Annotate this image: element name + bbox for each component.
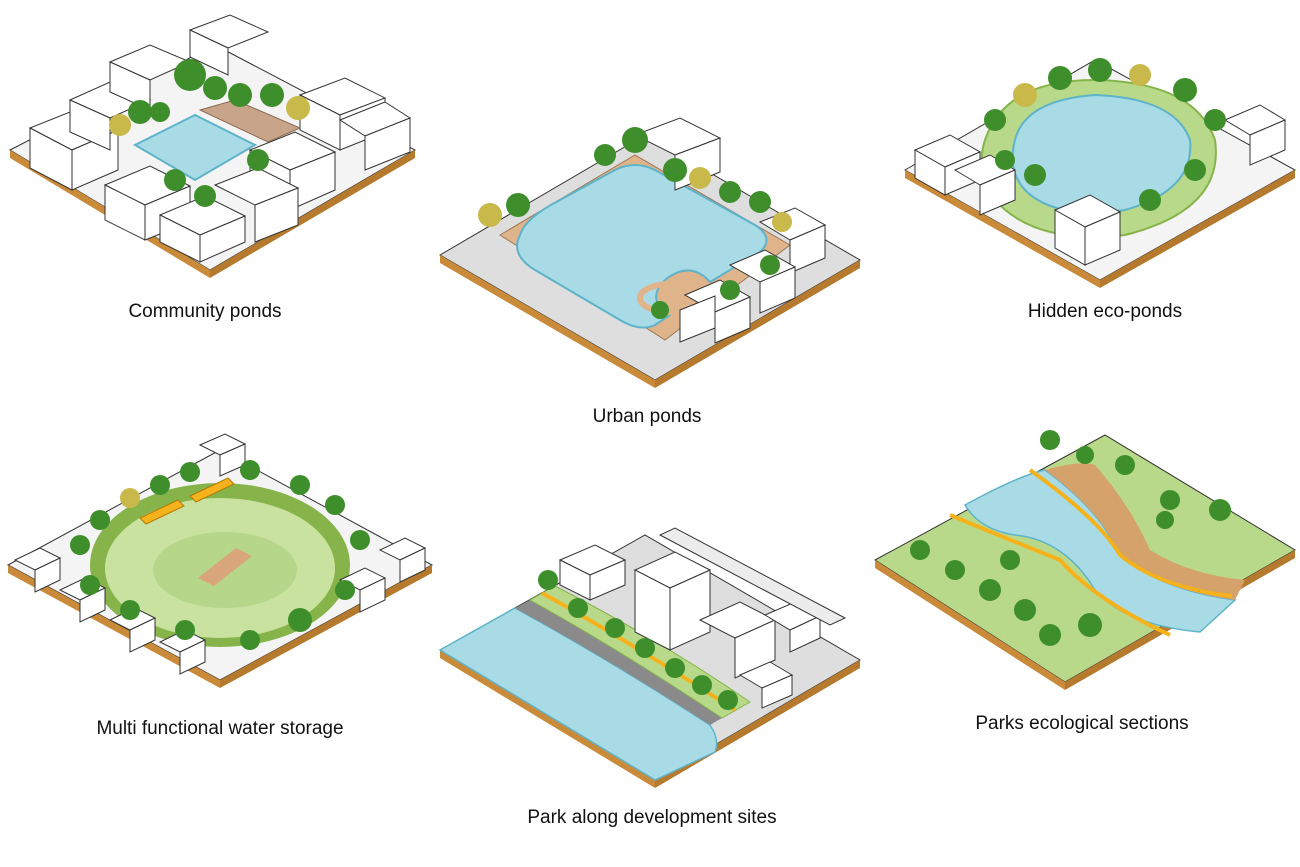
- caption-hidden-eco-ponds: Hidden eco-ponds: [1027, 301, 1183, 322]
- building-blocks: [28, 14, 412, 263]
- urban-ponds-illustration: [439, 117, 861, 388]
- caption-urban-ponds: Urban ponds: [592, 406, 702, 427]
- building-blocks: [558, 527, 847, 709]
- caption-ecological-sections: Parks ecological sections: [975, 713, 1189, 734]
- panel-park-development: Park along development sites: [430, 520, 870, 850]
- pitch: [198, 548, 252, 586]
- building-blocks: [913, 104, 1287, 266]
- pond-water: [1011, 93, 1192, 214]
- trees: [984, 58, 1226, 211]
- deck: [198, 99, 302, 143]
- trees: [109, 59, 310, 207]
- trees: [910, 430, 1231, 646]
- trees: [70, 460, 370, 650]
- park-development-illustration: [438, 527, 861, 788]
- panel-ecological-sections: Parks ecological sections: [870, 420, 1300, 750]
- hidden-eco-ponds-illustration: [903, 58, 1297, 288]
- caption-park-development: Park along development sites: [527, 807, 777, 828]
- pond-water: [132, 113, 258, 182]
- pond-water: [516, 164, 768, 329]
- embankment: [515, 600, 722, 725]
- panel-hidden-eco-ponds: Hidden eco-ponds: [895, 10, 1300, 340]
- panel-urban-ponds: Urban ponds: [430, 110, 870, 440]
- ecological-sections-illustration: [874, 430, 1296, 690]
- panel-multi-functional: Multi functional water storage: [0, 430, 440, 750]
- caption-community-ponds: Community ponds: [128, 301, 282, 322]
- multi-functional-illustration: [6, 433, 434, 688]
- river-water: [438, 607, 718, 781]
- trees: [538, 570, 738, 710]
- trees: [478, 127, 792, 319]
- panel-community-ponds: Community ponds: [0, 0, 420, 340]
- community-ponds-illustration: [8, 14, 417, 278]
- caption-multi-functional: Multi functional water storage: [96, 718, 344, 739]
